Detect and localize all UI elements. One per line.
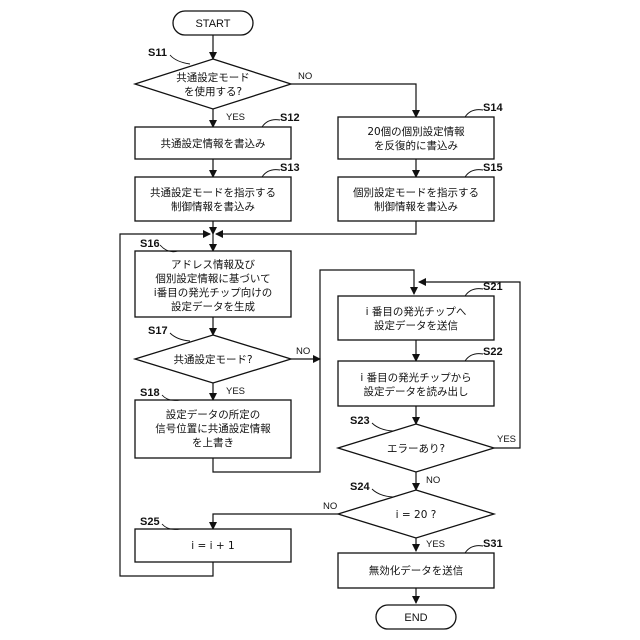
s24-yes-label: YES xyxy=(426,539,445,550)
s11-yes-label: YES xyxy=(226,112,245,123)
s18-line-2: 信号位置に共通設定情報 xyxy=(155,422,271,435)
step-s31: 無効化データを送信 S31 xyxy=(338,538,503,588)
s23-yes-label: YES xyxy=(497,434,516,445)
s22-step-label: S22 xyxy=(483,346,503,358)
s17-no-label: NO xyxy=(296,346,310,357)
s23-step-label: S23 xyxy=(350,415,370,427)
s31-line-1: 無効化データを送信 xyxy=(369,564,464,577)
s17-step-label: S17 xyxy=(148,325,168,337)
s21-step-label: S21 xyxy=(483,281,503,293)
step-s21: i 番目の発光チップへ 設定データを送信 S21 xyxy=(338,281,503,340)
s13-line-1: 共通設定モードを指示する xyxy=(150,186,276,199)
s18-step-label: S18 xyxy=(140,387,160,399)
s23-no-label: NO xyxy=(426,475,440,486)
start-label: START xyxy=(195,18,230,30)
s24-no-label: NO xyxy=(323,501,337,512)
s24-step-label: S24 xyxy=(350,481,370,493)
start-terminal: START xyxy=(173,11,253,35)
s21-line-1: i 番目の発光チップへ xyxy=(366,305,467,318)
s11-step-label: S11 xyxy=(148,47,167,59)
s12-line-1: 共通設定情報を書込み xyxy=(161,137,266,150)
s16-step-label: S16 xyxy=(140,238,160,250)
s18-line-3: を上書き xyxy=(192,436,234,449)
s13-line-2: 制御情報を書込み xyxy=(171,200,255,213)
s16-line-2: 個別設定情報に基づいて xyxy=(155,272,270,285)
s16-line-4: 設定データを生成 xyxy=(171,300,255,313)
s14-line-2: を反復的に書込み xyxy=(374,139,458,152)
s17-yes-label: YES xyxy=(226,386,245,397)
s15-step-label: S15 xyxy=(483,162,503,174)
step-s24: i = 20 ? S24 xyxy=(338,481,494,538)
s18-line-1: 設定データの所定の xyxy=(166,408,261,421)
s21-line-2: 設定データを送信 xyxy=(374,319,458,332)
s23-line-1: エラーあり? xyxy=(387,443,445,455)
step-s14: 20個の個別設定情報 を反復的に書込み S14 xyxy=(338,102,503,159)
end-terminal: END xyxy=(376,605,456,629)
s14-line-1: 20個の個別設定情報 xyxy=(367,125,465,138)
s15-line-2: 制御情報を書込み xyxy=(374,200,458,213)
step-s23: エラーあり? S23 xyxy=(338,415,494,472)
step-s15: 個別設定モードを指示する 制御情報を書込み S15 xyxy=(338,162,503,221)
s25-step-label: S25 xyxy=(140,516,160,528)
step-s12: 共通設定情報を書込み S12 xyxy=(135,112,300,159)
s13-step-label: S13 xyxy=(280,162,300,174)
s14-step-label: S14 xyxy=(483,102,503,114)
s11-line-2: を使用する? xyxy=(184,85,242,98)
s17-line-1: 共通設定モード? xyxy=(173,353,252,366)
step-s22: i 番目の発光チップから 設定データを読み出し S22 xyxy=(338,346,503,406)
s22-line-2: 設定データを読み出し xyxy=(364,385,469,398)
s22-line-1: i 番目の発光チップから xyxy=(360,371,471,384)
s16-line-3: i番目の発光チップ向けの xyxy=(154,286,272,299)
s11-line-1: 共通設定モード xyxy=(176,71,250,84)
s16-line-1: アドレス情報及び xyxy=(171,258,255,271)
s24-line-1: i = 20 ? xyxy=(396,509,437,521)
s15-line-1: 個別設定モードを指示する xyxy=(353,186,479,199)
s31-step-label: S31 xyxy=(483,538,503,550)
s11-no-label: NO xyxy=(298,71,312,82)
end-label: END xyxy=(404,612,427,624)
step-s13: 共通設定モードを指示する 制御情報を書込み S13 xyxy=(135,162,300,221)
s12-step-label: S12 xyxy=(280,112,300,124)
s25-line-1: i = i + 1 xyxy=(191,540,234,552)
